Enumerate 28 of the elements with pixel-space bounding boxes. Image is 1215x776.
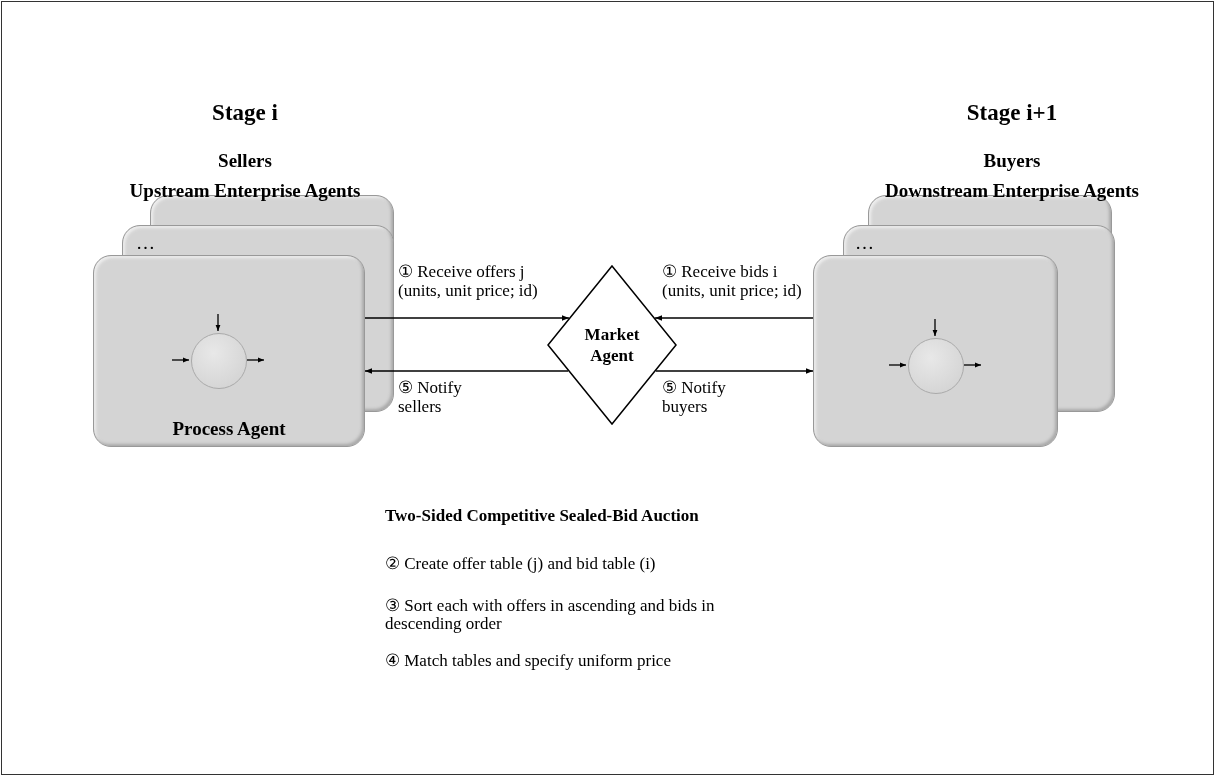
arrow (215, 313, 221, 332)
heading: Sellers (218, 150, 272, 172)
arrow (888, 362, 907, 368)
node-label: Market Agent (583, 324, 641, 366)
heading: Downstream Enterprise Agents (885, 180, 1139, 202)
arrow (932, 318, 938, 337)
agent-card (813, 255, 1058, 447)
arrow (963, 362, 982, 368)
agent-card (93, 255, 365, 447)
arrow (655, 368, 814, 374)
heading: Buyers (983, 150, 1041, 172)
step-text: ② Create offer table (j) and bid table (i) (385, 555, 657, 573)
step-text: ③ Sort each with offers in ascending and bids in descending order (385, 597, 716, 633)
arrow (364, 368, 569, 374)
stage-heading: Stage i (212, 100, 278, 126)
node-label: Process Agent (171, 418, 287, 440)
heading: Upstream Enterprise Agents (129, 180, 361, 202)
stage-heading: Stage i+1 (966, 100, 1058, 126)
process-circle (908, 338, 964, 394)
ellipsis: … (136, 232, 155, 254)
section-heading: Two-Sided Competitive Sealed-Bid Auction (385, 506, 699, 526)
arrow (171, 357, 190, 363)
ellipsis: … (855, 232, 874, 254)
process-circle (191, 333, 247, 389)
arrow (654, 315, 814, 321)
arrow (364, 315, 570, 321)
arrow (246, 357, 265, 363)
step-text: ④ Match tables and specify uniform price (385, 652, 672, 670)
